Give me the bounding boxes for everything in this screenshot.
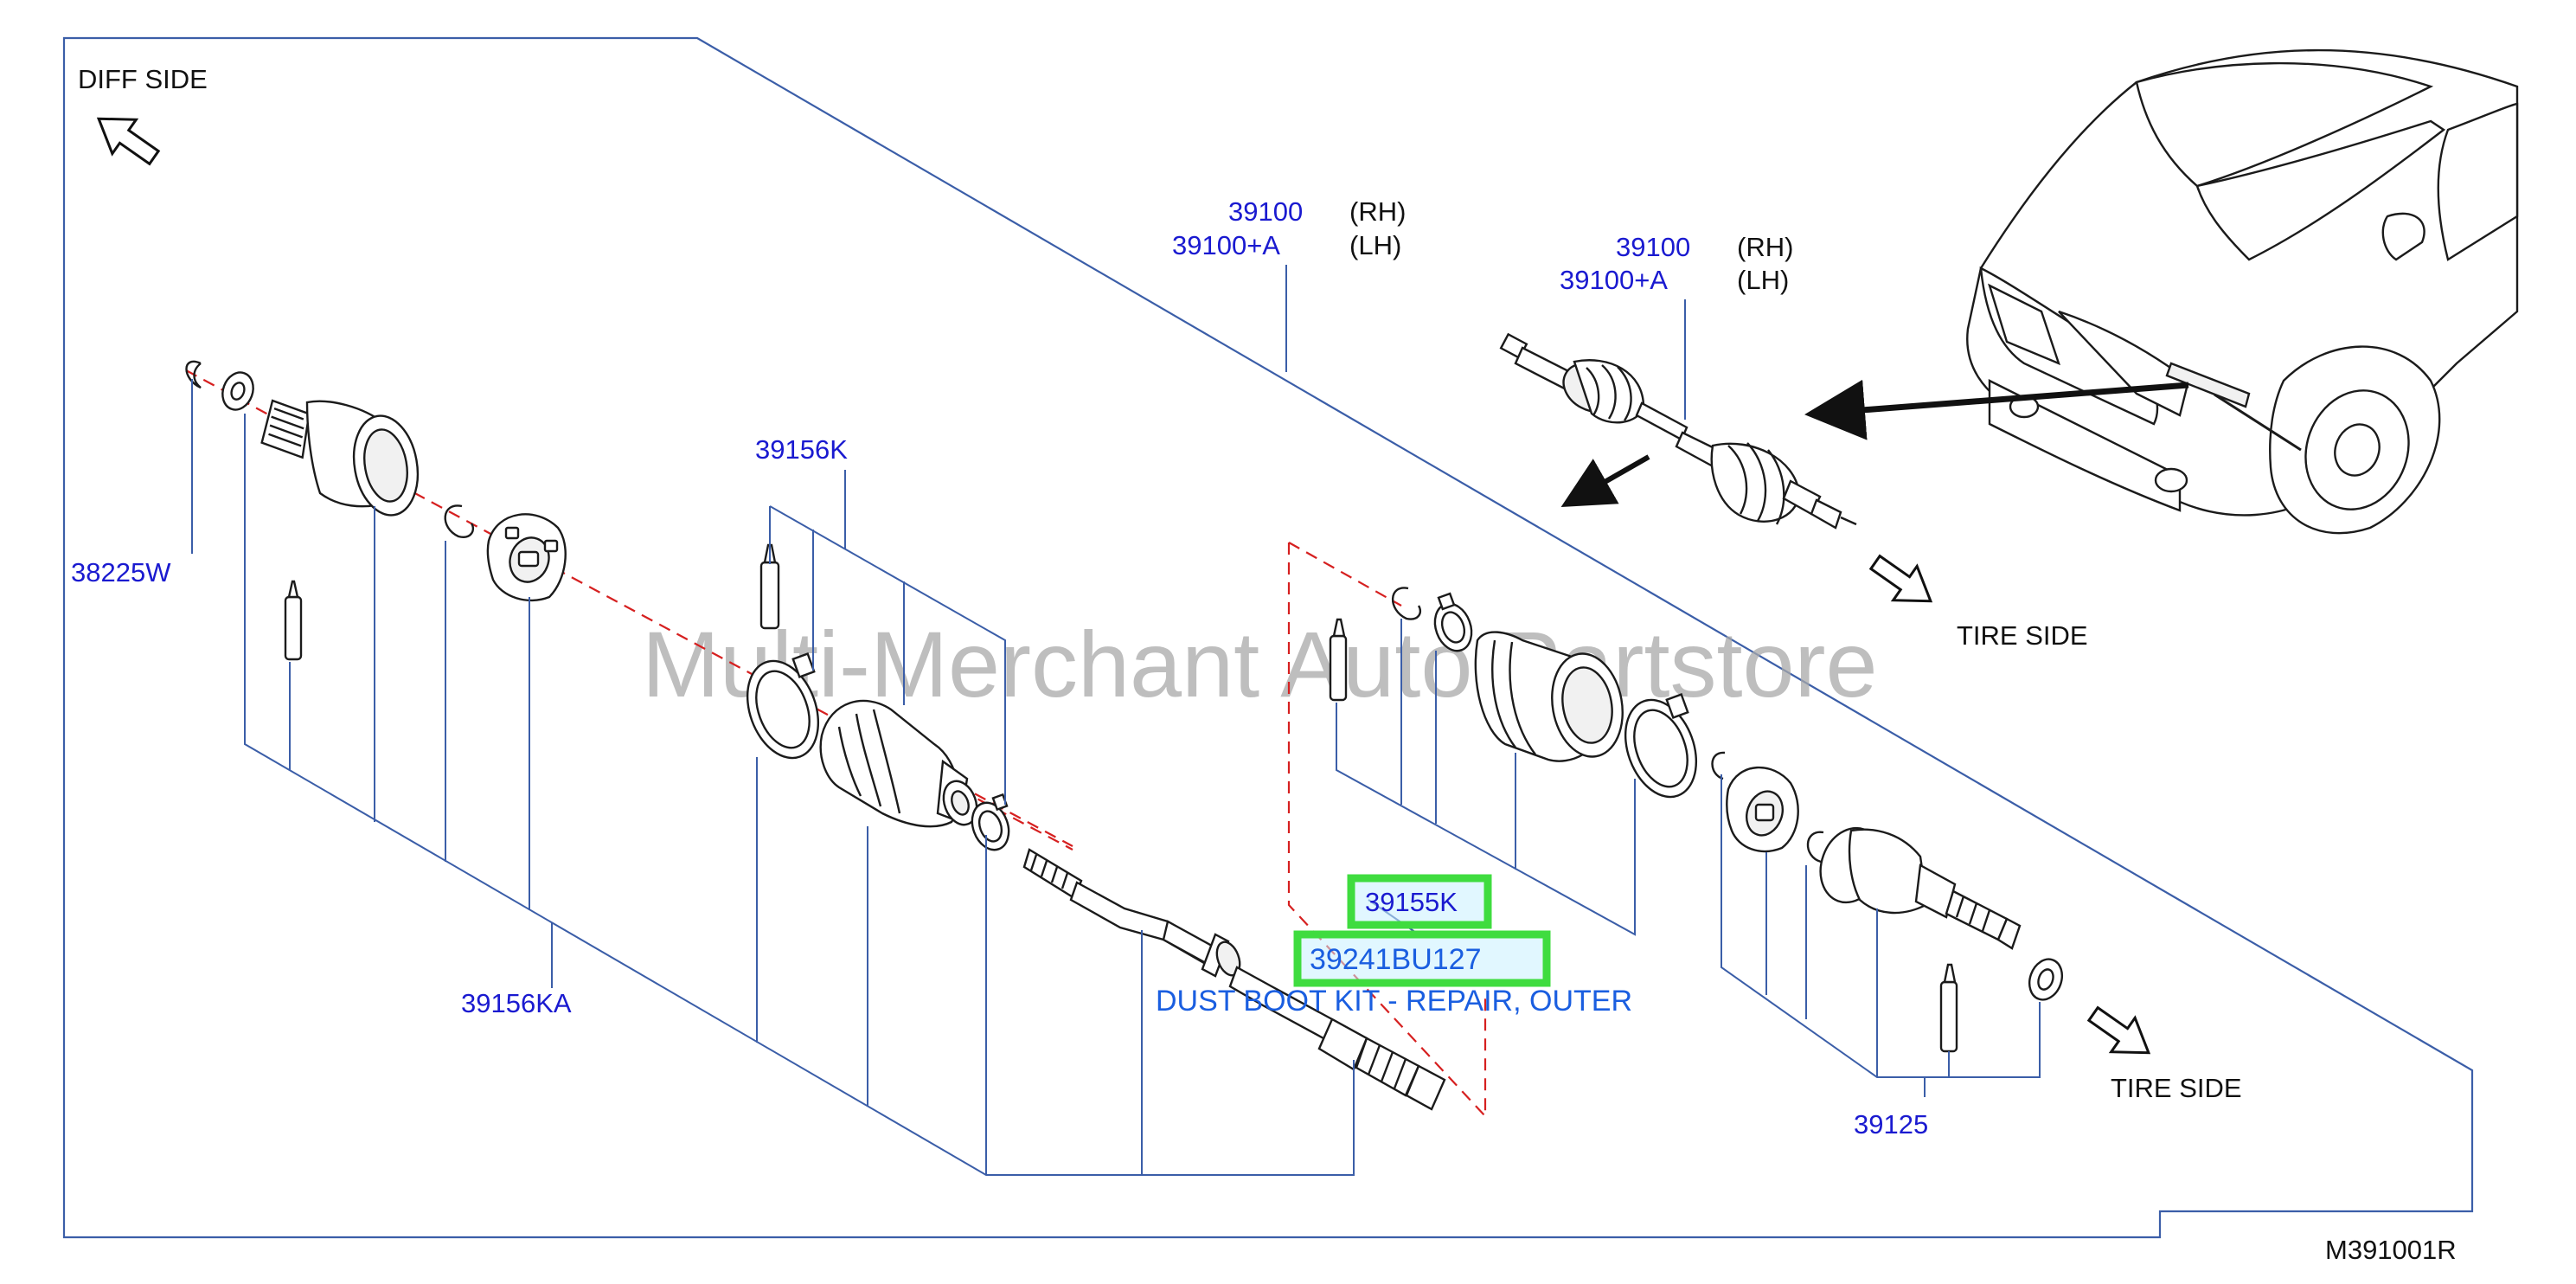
callout-39241bu127-description[interactable]: DUST BOOT KIT - REPAIR, OUTER xyxy=(1156,985,1632,1018)
outer-joint-circlip xyxy=(1711,751,1726,780)
grease-tube-2 xyxy=(759,543,780,630)
inset-axle-shaft xyxy=(1499,332,1857,530)
inner-circlip xyxy=(185,360,202,389)
outer-boot xyxy=(1474,631,1624,762)
callout-39100a-lh[interactable]: 39100+A xyxy=(1172,230,1280,260)
highlight-39241bu127 xyxy=(1298,934,1547,983)
callout-39100-rh-side: (RH) xyxy=(1349,196,1406,227)
callout-inset-39100a-lh[interactable]: 39100+A xyxy=(1560,265,1668,295)
grease-tube-1 xyxy=(284,580,303,661)
diff-side-label: DIFF SIDE xyxy=(78,64,208,94)
inner-joint-housing xyxy=(260,399,420,517)
outer-spider xyxy=(1726,766,1799,853)
outer-boot-band-large xyxy=(1624,693,1698,799)
diagram-code: M391001R xyxy=(2325,1235,2457,1265)
callout-39125[interactable]: 39125 xyxy=(1854,1109,1928,1140)
callout-inset-39100-rh[interactable]: 39100 xyxy=(1616,232,1690,262)
outer-joint-housing xyxy=(1819,826,2022,950)
tire-side-arrow-top-icon xyxy=(1868,554,1933,603)
watermark: Multi-Merchant Auto Partstore xyxy=(642,612,1878,716)
callout-39100-rh[interactable]: 39100 xyxy=(1228,196,1303,227)
highlight-39155k xyxy=(1351,878,1488,925)
drive-shaft xyxy=(1022,848,1446,1111)
inset-pointer-arrow-icon xyxy=(1560,454,1650,507)
truck-pointer-arrow-icon xyxy=(1804,379,2189,440)
diff-side-arrow-icon xyxy=(96,117,161,166)
outer-boot-band-small xyxy=(1433,592,1473,652)
inner-boot-band-small xyxy=(971,793,1010,851)
tire-side-label-bottom: TIRE SIDE xyxy=(2111,1073,2242,1103)
snap-ring-inner xyxy=(444,504,475,538)
diagram-frame xyxy=(62,36,2474,1239)
callout-39156ka[interactable]: 39156KA xyxy=(461,988,572,1018)
callout-inset-39100-rh-side: (RH) xyxy=(1737,232,1793,262)
inner-boot xyxy=(819,699,978,828)
callout-39241bu127[interactable]: 39241BU127 xyxy=(1310,943,1482,976)
callout-39155k[interactable]: 39155K xyxy=(1365,887,1458,917)
grease-tube-3 xyxy=(1329,618,1348,702)
callout-inset-39100a-lh-side: (LH) xyxy=(1737,265,1789,295)
inner-boot-band-large xyxy=(746,652,820,760)
callout-39100a-lh-side: (LH) xyxy=(1349,230,1401,260)
grease-tube-4 xyxy=(1939,963,1958,1053)
outer-circlip xyxy=(1392,587,1422,620)
tire-side-arrow-bottom-icon xyxy=(2086,1005,2151,1055)
callout-38225w[interactable]: 38225W xyxy=(71,557,171,587)
truck-illustration xyxy=(1966,48,2519,535)
callout-39156k[interactable]: 39156K xyxy=(755,434,848,465)
spider-assembly xyxy=(486,513,567,602)
tire-side-label-top: TIRE SIDE xyxy=(1957,620,2088,651)
